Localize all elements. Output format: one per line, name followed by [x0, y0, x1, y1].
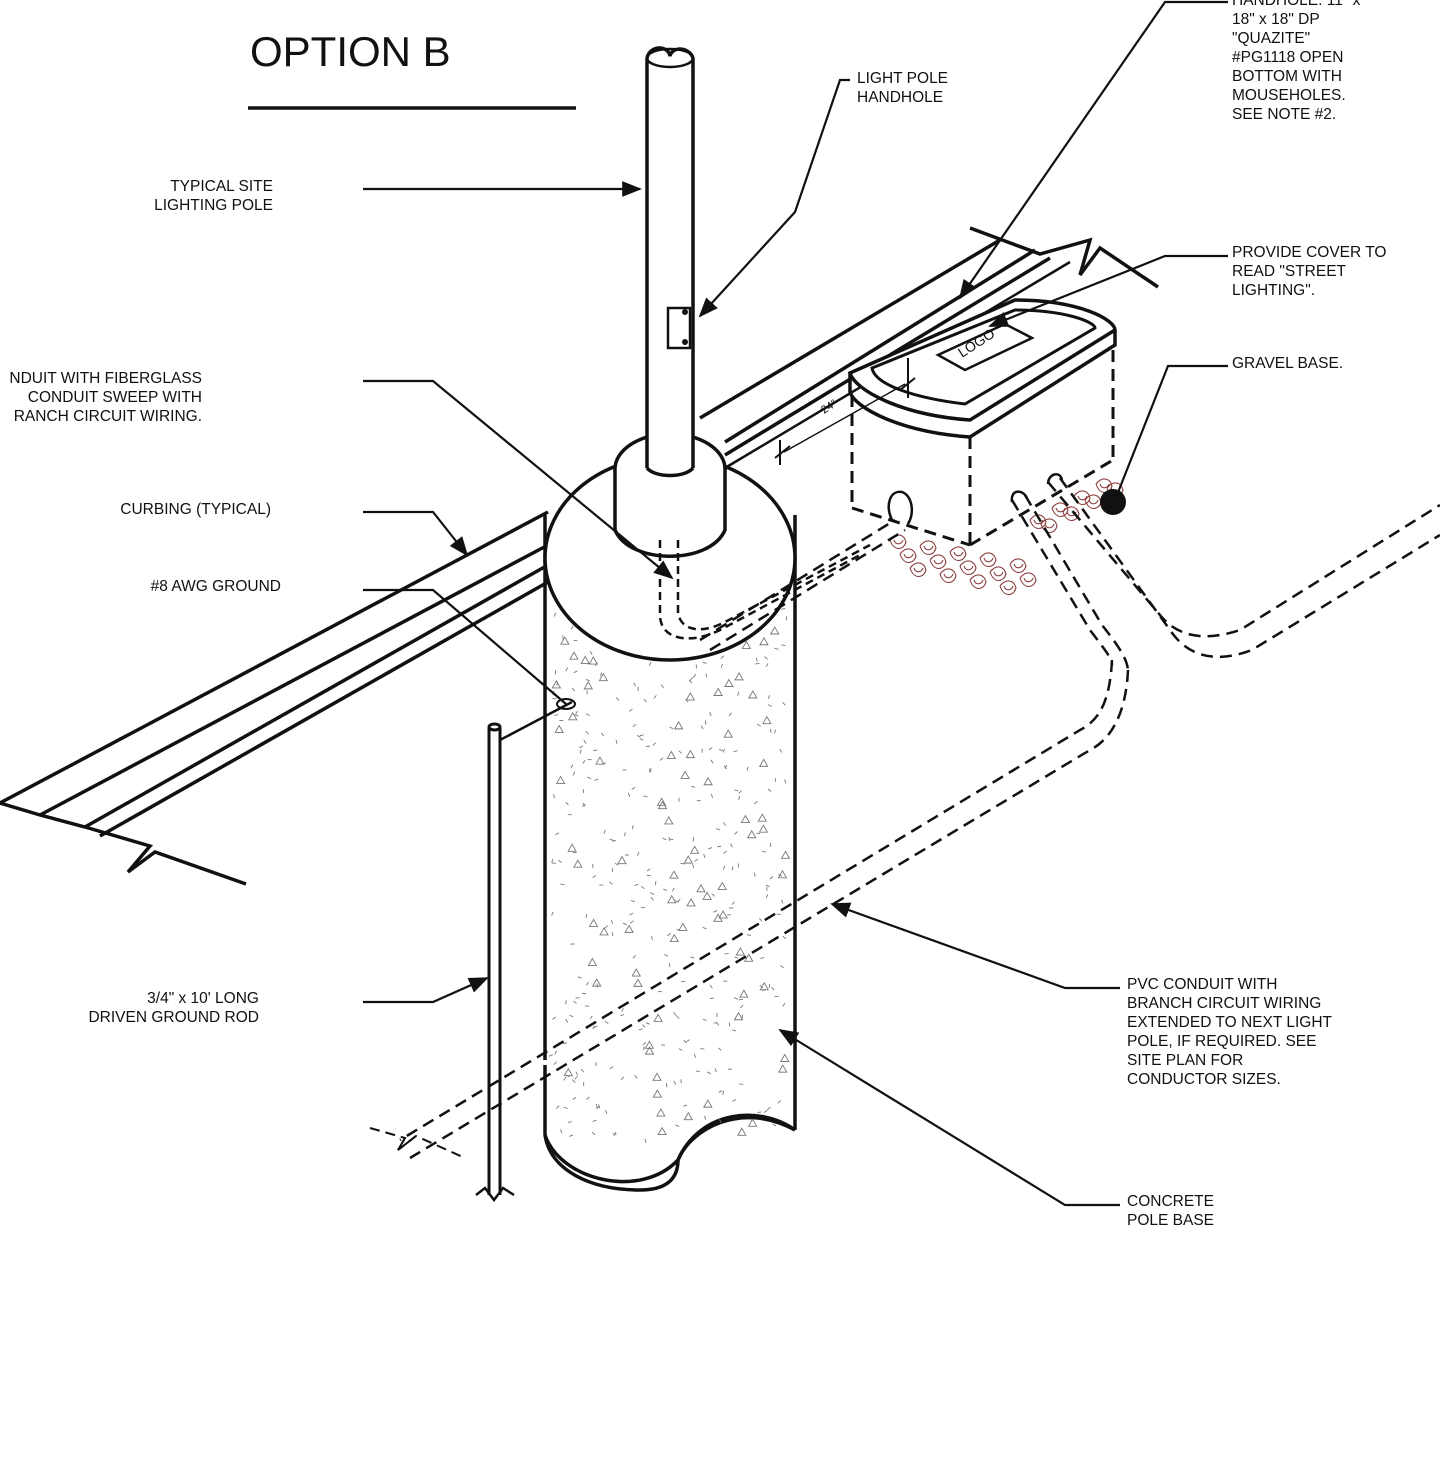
- gravel-base-label: GRAVEL BASE.: [1232, 355, 1344, 372]
- light-pole-handhole-label: LIGHT POLE HANDHOLE: [857, 70, 949, 106]
- ground-rod: [475, 698, 576, 1203]
- pvc-conduit-label: PVC CONDUIT WITH BRANCH CIRCUIT WIRING E…: [1127, 976, 1332, 1088]
- page-title: OPTION B: [250, 28, 451, 75]
- concrete-base-label: CONCRETE POLE BASE: [1127, 1193, 1215, 1229]
- handhole-box: [774, 298, 1117, 547]
- concrete-texture: [548, 607, 791, 1144]
- provide-cover-label: PROVIDE COVER TO READ "STREET LIGHTING".: [1232, 244, 1387, 299]
- curbing-label: CURBING (TYPICAL): [120, 501, 271, 518]
- handhole-spec-label: HANDHOLE: 11" x 18" x 18" DP "QUAZITE" #…: [1232, 0, 1361, 123]
- gravel-base: [889, 478, 1124, 596]
- gravel-base-marker: [1100, 489, 1126, 515]
- conduit-sweep: [658, 540, 871, 640]
- awg-ground-label: #8 AWG GROUND: [150, 578, 281, 595]
- pvc-conduit: [399, 477, 1440, 1160]
- typical-site-pole-label: TYPICAL SITE LIGHTING POLE: [154, 178, 273, 214]
- light-pole: [613, 46, 727, 558]
- leader-lines: [363, 0, 1228, 1207]
- concrete-pole-base: [543, 454, 797, 1192]
- conduit-fiberglass-label: NDUIT WITH FIBERGLASS CONDUIT SWEEP WITH…: [9, 370, 202, 425]
- ground-rod-label: 3/4" x 10' LONG DRIVEN GROUND ROD: [88, 990, 259, 1026]
